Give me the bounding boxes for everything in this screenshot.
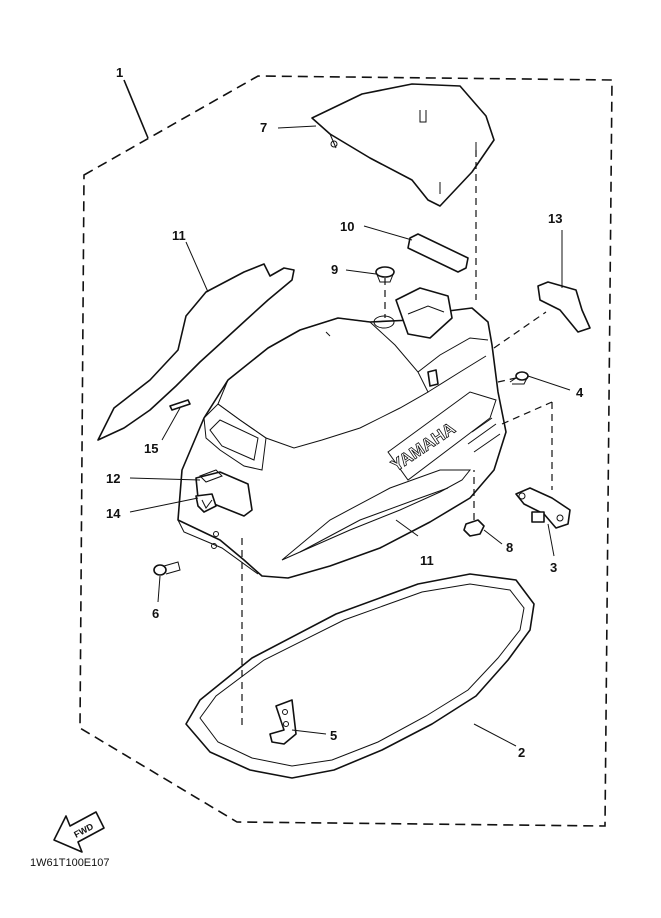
guide-4 [497,377,517,383]
part-15-label [169,399,191,411]
callout-4: 4 [576,385,584,400]
part-8-nut [463,519,485,537]
part-5-bracket [269,699,297,745]
callout-10: 10 [340,219,354,234]
callout-7: 7 [260,120,267,135]
top-cowling: YAMAHA [177,287,507,579]
part-4-screw [509,371,529,385]
callout-13: 13 [548,211,562,226]
callout-5: 5 [330,728,337,743]
callout-8: 8 [506,540,513,555]
diagram-code: 1W61T100E107 [30,857,110,869]
part-12-14-front-latch [195,469,253,517]
part-6-bolt [153,561,181,576]
callout-9: 9 [331,262,338,277]
callout-15: 15 [144,441,158,456]
part-13-plate [537,281,591,333]
part-7-rear-cover [311,83,495,207]
callout-11-lower: 11 [420,553,434,568]
guide-13 [493,311,547,349]
callout-12: 12 [106,471,120,486]
assembly-boundary [79,75,613,827]
callout-1: 1 [116,65,123,80]
fwd-arrow-icon: FWD [53,811,105,853]
part-11-side-decal [97,263,295,441]
callout-3: 3 [550,560,557,575]
callout-6: 6 [152,606,159,621]
callout-14: 14 [106,506,121,521]
leader-lines [123,79,571,747]
part-2-seal [185,573,535,779]
part-3-latch-bracket [515,487,571,529]
callout-11-upper: 11 [172,228,186,243]
callout-2: 2 [518,745,525,760]
guide-3 [501,401,553,490]
part-10-rubber-strip [407,233,469,273]
